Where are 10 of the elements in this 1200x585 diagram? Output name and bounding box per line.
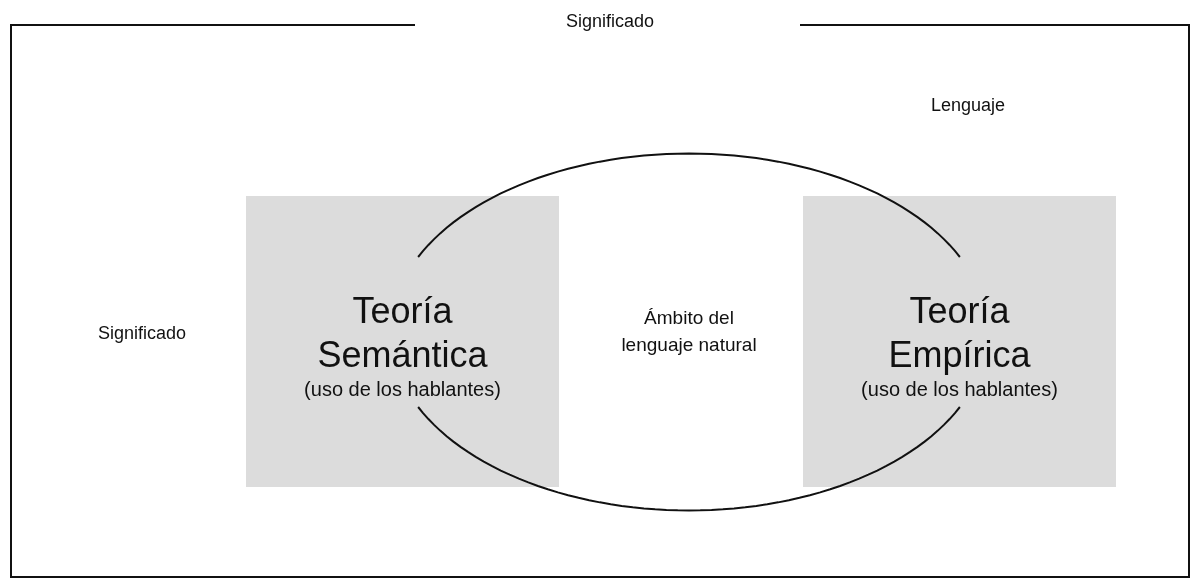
theory-panel bbox=[246, 196, 559, 487]
panel-subtext: (uso de los hablantes) bbox=[303, 376, 502, 402]
frame-title: Significado bbox=[565, 11, 655, 32]
theory-panel bbox=[803, 196, 1116, 487]
axis-label: Significado bbox=[97, 322, 187, 344]
panel-heading: Teoría Semántica bbox=[316, 289, 489, 376]
panel-heading: Teoría Empírica bbox=[887, 289, 1032, 376]
region-label: Ámbito del lenguaje natural bbox=[620, 306, 758, 357]
panel-subtext: (uso de los hablantes) bbox=[860, 376, 1059, 402]
axis-label: Lenguaje bbox=[930, 94, 1006, 116]
